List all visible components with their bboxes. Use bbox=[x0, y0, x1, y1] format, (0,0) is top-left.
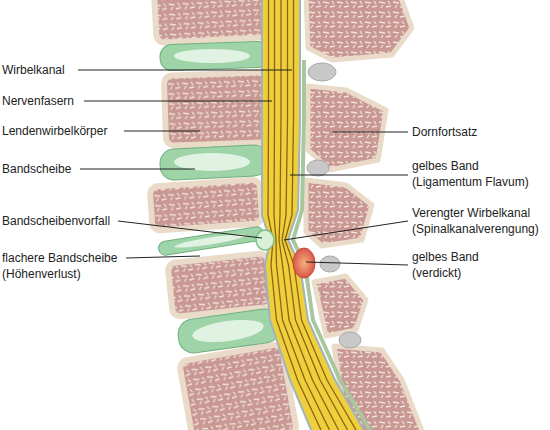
facet-joint bbox=[320, 256, 340, 272]
vertebral-body bbox=[150, 179, 263, 231]
spinous-process bbox=[306, 0, 412, 60]
spinous-process bbox=[306, 180, 372, 246]
leader-lines bbox=[78, 70, 408, 265]
vertebral-body bbox=[167, 253, 272, 317]
disc-nucleus bbox=[174, 153, 250, 171]
spinous-process bbox=[308, 86, 386, 170]
part-label: Lendenwirbelkörper bbox=[2, 123, 107, 139]
part-label: Bandscheibenvorfall bbox=[2, 213, 110, 229]
part-label: gelbes Band (Ligamentum Flavum) bbox=[412, 158, 540, 190]
part-label: Wirbelkanal bbox=[2, 62, 65, 78]
leader-line bbox=[332, 132, 408, 133]
part-label: gelbes Band (verdickt) bbox=[412, 249, 492, 281]
part-label: flachere Bandscheibe (Höhenverlust) bbox=[2, 250, 130, 282]
part-label: Dornfortsatz bbox=[412, 124, 477, 140]
spinal-canal bbox=[262, 0, 365, 430]
facet-joint bbox=[307, 160, 329, 176]
vertebral-body bbox=[164, 72, 270, 146]
thickened-ligament bbox=[293, 248, 315, 278]
leader-line bbox=[78, 70, 292, 71]
nerve-fibre bbox=[268, 0, 321, 430]
leader-line bbox=[126, 256, 200, 258]
flattened-disc bbox=[158, 226, 265, 256]
leader-line bbox=[84, 101, 272, 102]
intervertebral-disc bbox=[176, 307, 282, 355]
nerve-fibres bbox=[268, 0, 356, 430]
nerve-fibre bbox=[285, 0, 356, 430]
disc-nucleus bbox=[191, 316, 265, 346]
vertebral-body bbox=[179, 344, 297, 430]
spinous-process bbox=[314, 276, 366, 336]
part-label: Verengter Wirbelkanal (Spinalkanalvereng… bbox=[412, 205, 548, 237]
disc-herniation bbox=[256, 230, 274, 250]
intervertebral-disc bbox=[160, 41, 271, 71]
leader-line bbox=[290, 175, 408, 176]
intervertebral-disc bbox=[159, 144, 268, 181]
facet-joint bbox=[339, 332, 361, 348]
leader-line bbox=[124, 131, 200, 132]
vertebral-body bbox=[153, 0, 271, 43]
leader-line bbox=[306, 262, 408, 265]
leader-line bbox=[80, 169, 195, 170]
leader-line bbox=[284, 221, 408, 240]
leader-line bbox=[118, 221, 262, 238]
part-label: Nervenfasern bbox=[2, 93, 74, 109]
facet-joint bbox=[308, 63, 336, 81]
facet-joint bbox=[307, 63, 361, 348]
part-label: Bandscheibe bbox=[2, 161, 71, 177]
disc-nucleus bbox=[174, 49, 250, 63]
